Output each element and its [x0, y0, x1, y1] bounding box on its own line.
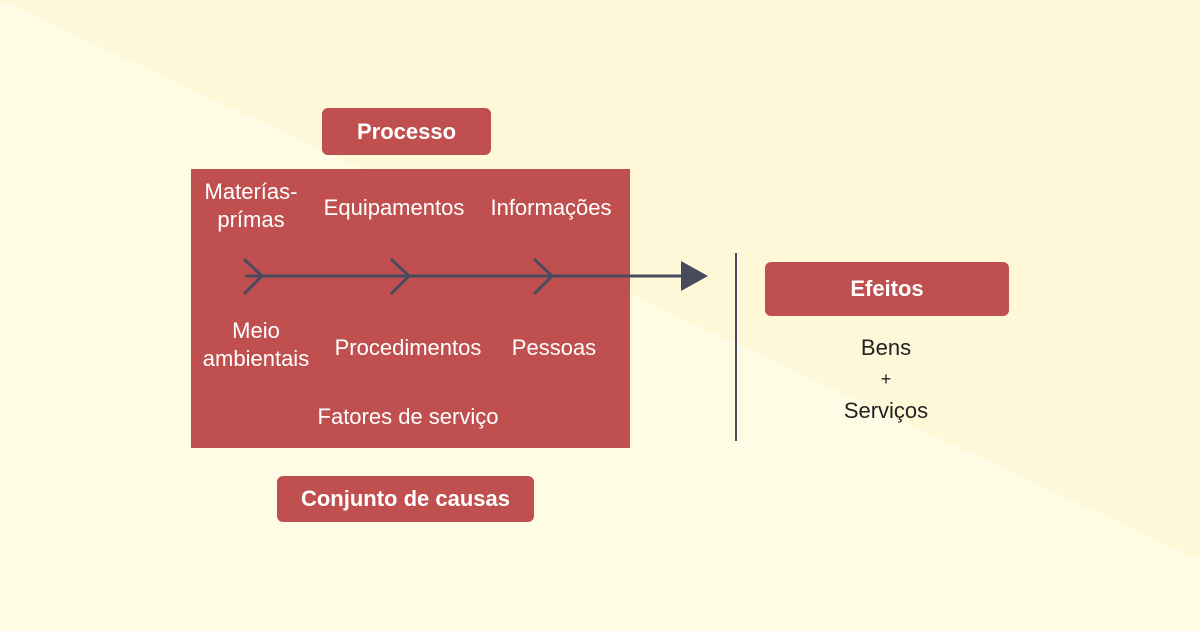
effects-label-text: Efeitos [850, 276, 924, 301]
effect-servicos: Serviços [843, 398, 929, 423]
cause-pessoas: Pessoas [511, 335, 597, 360]
cause-fatores-de-servico: Fatores de serviço [317, 404, 499, 429]
cause-equipamentos: Equipamentos [323, 195, 465, 220]
effect-bens: Bens [860, 335, 912, 360]
process-label-text: Processo [356, 118, 457, 144]
divider-line [735, 253, 737, 441]
chevron-2 [389, 257, 412, 296]
effect-plus: + [880, 369, 892, 389]
cause-informacoes: Informações [490, 195, 612, 220]
arrow-head [681, 261, 708, 291]
effects-label: Efeitos [765, 262, 1009, 316]
cause-meio-ambientais: Meio ambientais [202, 318, 310, 371]
process-label: Processo [322, 108, 491, 155]
chevron-1 [242, 257, 265, 296]
causes-label: Conjunto de causas [277, 476, 534, 522]
causes-label-text: Conjunto de causas [300, 486, 511, 511]
cause-materias-primas: Materías- prímas [204, 179, 298, 232]
chevron-3 [532, 257, 555, 296]
cause-procedimentos: Procedimentos [334, 335, 482, 360]
causes-box [191, 169, 630, 448]
